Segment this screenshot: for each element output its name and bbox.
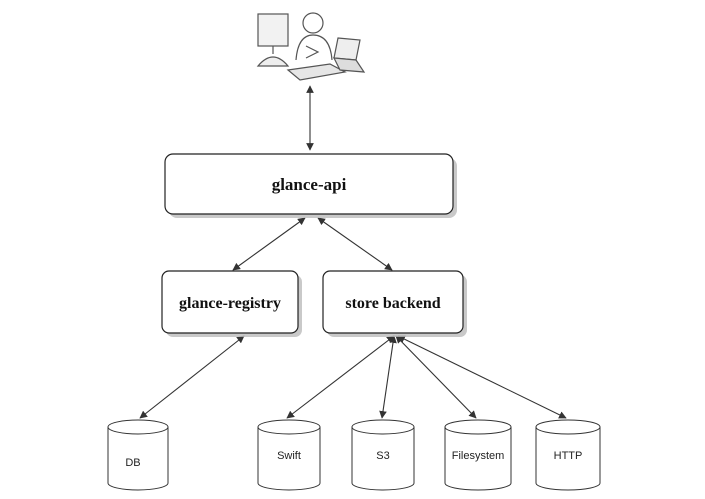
edges <box>139 85 567 419</box>
http-label: HTTP <box>554 450 583 462</box>
edge-api-registry <box>232 217 306 271</box>
edge-store-swift <box>286 335 395 419</box>
edge-store-http <box>397 335 567 419</box>
s3-cylinder: S3 <box>351 419 415 491</box>
edge-store-filesystem <box>395 335 477 419</box>
db-cylinder: DB <box>107 419 169 491</box>
store-backend-node: store backend <box>322 270 467 337</box>
glance-registry-node: glance-registry <box>161 270 302 337</box>
edge-store-s3 <box>379 335 397 419</box>
db-label: DB <box>125 457 140 469</box>
filesystem-label: Filesystem <box>452 450 505 462</box>
glance-api-label: glance-api <box>272 175 347 194</box>
http-cylinder: HTTP <box>535 419 601 491</box>
filesystem-cylinder: Filesystem <box>444 419 512 491</box>
swift-label: Swift <box>277 450 301 462</box>
edge-api-store <box>317 217 393 271</box>
glance-api-node: glance-api <box>164 153 457 218</box>
swift-cylinder: Swift <box>257 419 321 491</box>
store-backend-label: store backend <box>345 295 440 312</box>
glance-registry-label: glance-registry <box>179 295 281 312</box>
edge-registry-db <box>139 335 245 419</box>
user-icon <box>256 12 366 81</box>
s3-label: S3 <box>376 450 389 462</box>
